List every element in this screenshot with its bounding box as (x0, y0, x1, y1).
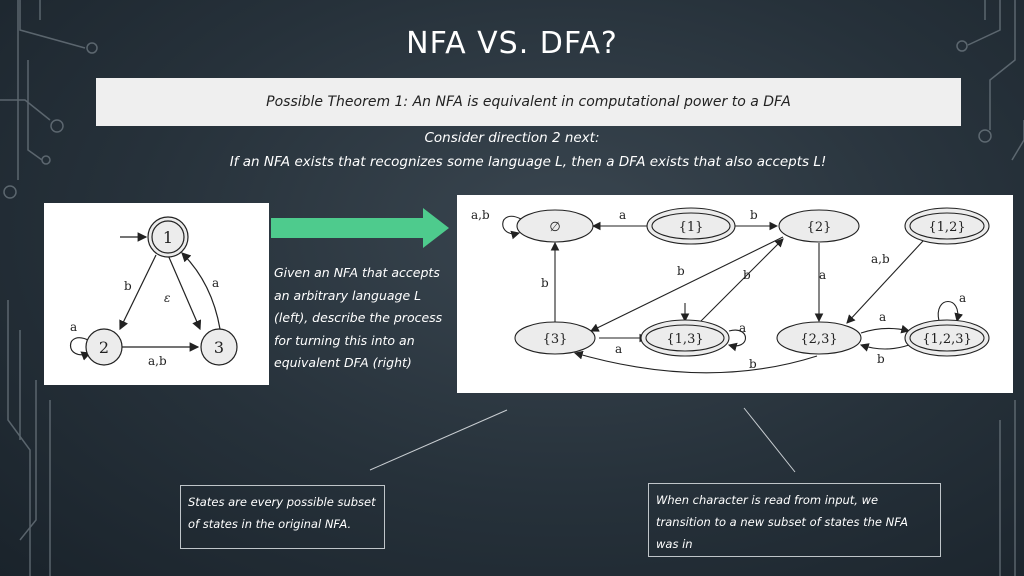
dfa-state-s3-label: {3} (543, 332, 568, 347)
conversion-arrow (271, 208, 449, 248)
theorem-box: Possible Theorem 1: An NFA is equivalent… (96, 78, 961, 126)
dfa-loop-s123 (937, 300, 964, 323)
dfa-label-s13-loop: a (739, 321, 746, 335)
dfa-label-s2-s23: a (819, 268, 826, 282)
dfa-state-s13-label: {1,3} (666, 332, 703, 347)
nfa-label-2-2: a (70, 320, 77, 334)
dfa-edge-s23-s123 (860, 324, 911, 334)
nfa-state-1-label: 1 (163, 228, 173, 247)
nfa-loop-2 (69, 337, 92, 361)
dfa-label-s23-s3: b (749, 357, 757, 371)
nfa-label-2-3: a,b (148, 354, 167, 368)
consider-text: Consider direction 2 next: (424, 130, 600, 146)
dfa-state-s2 (778, 209, 860, 243)
note-transitions: When character is read from input, we tr… (648, 483, 941, 557)
dfa-state-s123-label: {1,2,3} (922, 332, 972, 347)
dfa-state-s3 (514, 321, 596, 355)
nfa-state-3-label: 3 (214, 338, 224, 357)
slide-title: NFA VS. DFA? (406, 26, 618, 61)
dfa-state-s23 (776, 321, 862, 355)
dfa-edge-s13-s2 (698, 238, 784, 324)
process-description: Given an NFA that accepts an arbitrary l… (274, 265, 443, 370)
theorem-text: Possible Theorem 1: An NFA is equivalent… (266, 94, 791, 110)
dfa-edge-s123-s23 (859, 343, 910, 352)
dfa-diagram: ∅ {1} {2} {1,2} {3} {1,3} {2,3} {1,2,3} … (457, 195, 1013, 393)
nfa-edge-3-1 (181, 252, 221, 330)
nfa-label-1-3: ε (164, 291, 170, 305)
nfa-state-2: 2 (85, 328, 123, 366)
dfa-label-s2-s3: b (677, 264, 685, 278)
dfa-label-s123-s23: b (877, 352, 885, 366)
dfa-label-s13-s2: b (743, 268, 751, 282)
dfa-state-s23-label: {2,3} (800, 332, 837, 347)
dfa-label-s23-s123: a (879, 310, 886, 324)
dfa-label-empty-loop: a,b (471, 208, 490, 222)
dfa-state-empty (516, 209, 594, 243)
dfa-label-s12-s23: a,b (871, 252, 890, 266)
dfa-edge-s2-s3 (590, 236, 784, 332)
dfa-label-s123-loop: a (959, 291, 966, 305)
dfa-edge-s12-s23 (846, 240, 924, 324)
nfa-diagram: 1 2 3 b ε a a a,b (44, 203, 269, 385)
dfa-state-s12-label: {1,2} (928, 220, 965, 235)
nfa-label-1-2: b (124, 279, 132, 293)
dfa-label-s3-s13: a (615, 342, 622, 356)
direction-statement: If an NFA exists that recognizes some la… (229, 154, 827, 170)
nfa-edge-1-2 (119, 254, 157, 331)
nfa-state-2-label: 2 (99, 338, 109, 357)
dfa-state-s1-label: {1} (679, 220, 704, 235)
dfa-label-s1-s2: b (750, 208, 758, 222)
dfa-edge-s23-s3 (573, 350, 818, 374)
dfa-label-s1-empty: a (619, 208, 626, 222)
nfa-state-1: 1 (147, 216, 189, 258)
dfa-state-s2-label: {2} (807, 220, 832, 235)
dfa-loop-s13 (727, 329, 746, 352)
dfa-label-s3-empty: b (541, 276, 549, 290)
nfa-state-3: 3 (200, 328, 238, 366)
dfa-state-empty-label: ∅ (549, 220, 560, 235)
nfa-edge-1-3 (167, 254, 202, 331)
note-subsets: States are every possible subset of stat… (180, 485, 385, 549)
nfa-label-3-1: a (212, 276, 219, 290)
dfa-loop-empty (502, 215, 522, 240)
